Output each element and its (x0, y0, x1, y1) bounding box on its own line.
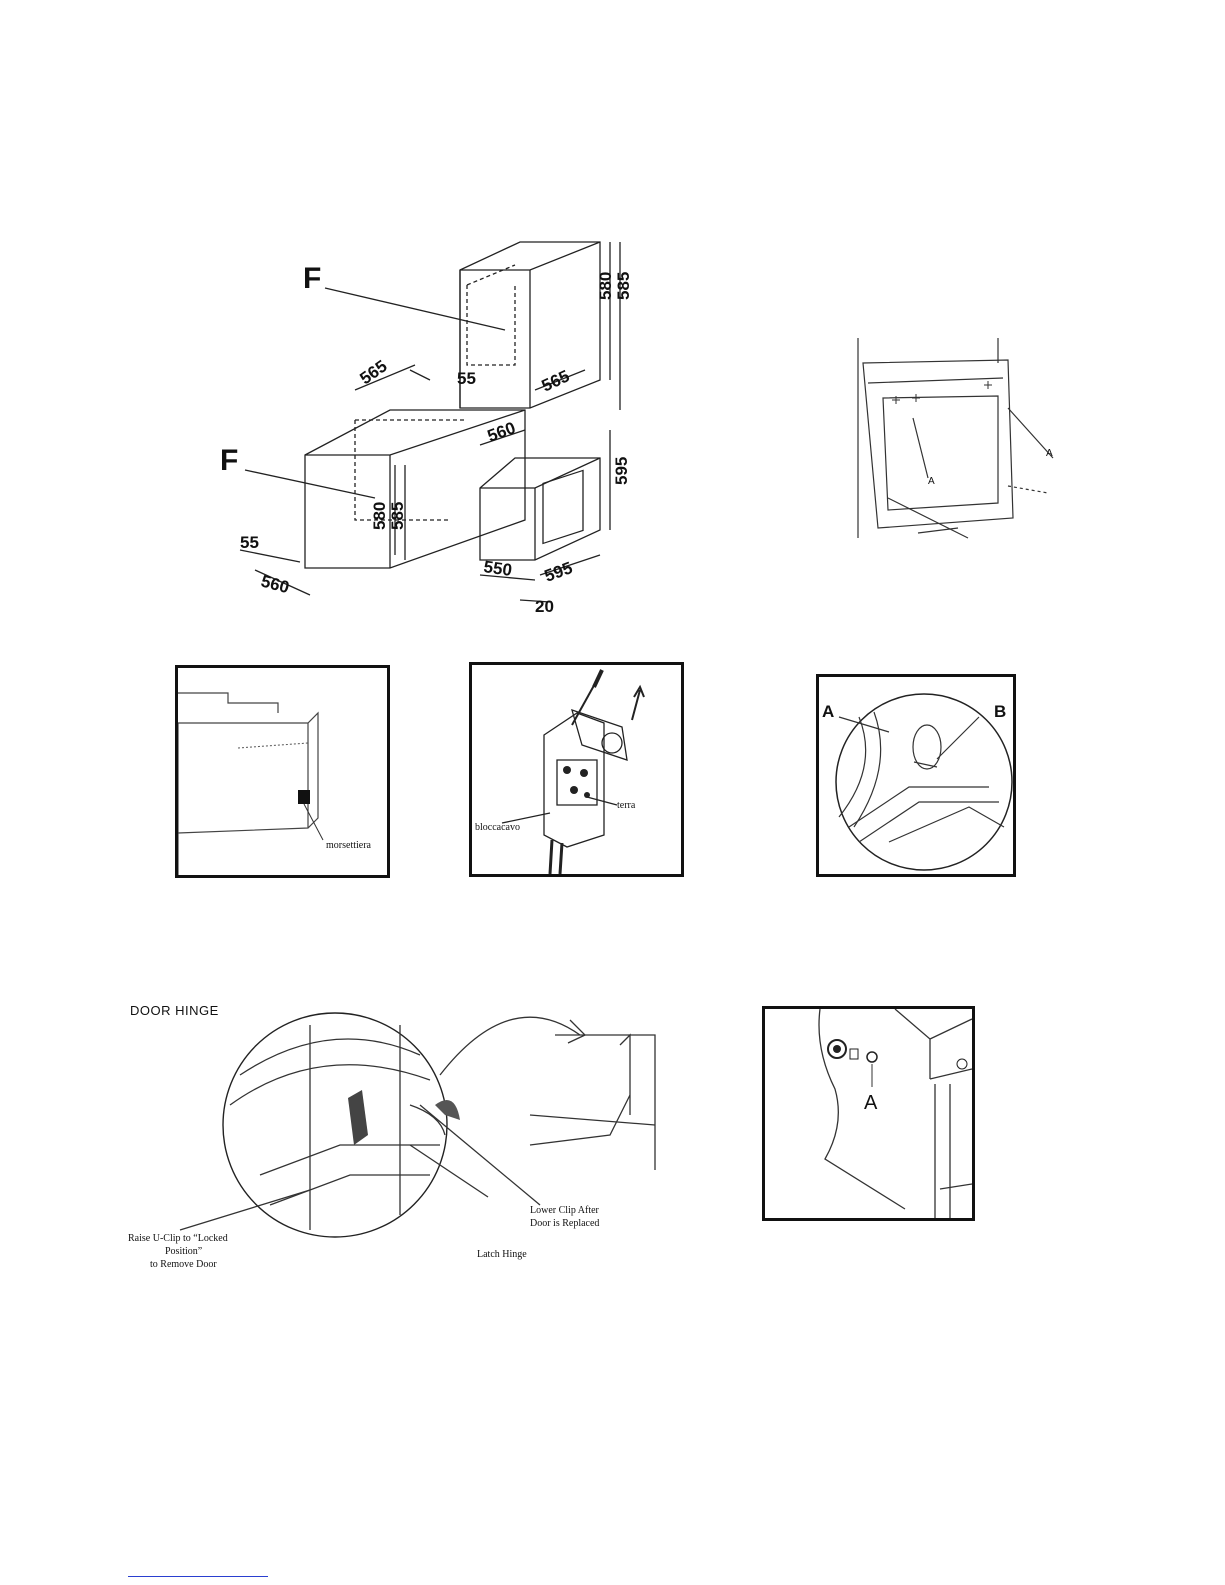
screw-label-a-right: A (1046, 448, 1053, 459)
lower-clip-line1: Lower Clip After (530, 1205, 600, 1216)
raise-clip-line1: Raise U-Clip to “Locked (128, 1233, 228, 1244)
dim-565-right: 565 (539, 366, 573, 395)
terminal-box-diagram: morsettiera (175, 665, 390, 878)
dim-20: 20 (535, 597, 554, 616)
oven-front-diagram: A A (848, 338, 1060, 548)
latch-hinge-label: Latch Hinge (477, 1249, 527, 1260)
raise-clip-line3: to Remove Door (150, 1259, 217, 1270)
knob-detail-diagram: A (762, 1006, 975, 1221)
dim-565-left: 565 (356, 356, 390, 388)
lamp-label-a: A (822, 702, 834, 721)
dim-560-low: 560 (259, 572, 291, 598)
earth-label: terra (617, 800, 636, 811)
lamp-detail-diagram: A B (816, 674, 1016, 877)
dim-595-height: 595 (612, 457, 631, 485)
dim-580-low: 580 (370, 502, 389, 530)
dim-55-low: 55 (240, 533, 259, 552)
door-hinge-title: DOOR HINGE (130, 1003, 219, 1018)
cable-clamp-label: bloccacavo (475, 822, 520, 833)
dim-55-mid: 55 (457, 369, 476, 388)
raise-clip-line2: Position” (165, 1246, 202, 1257)
lower-clip-line2: Door is Replaced (530, 1218, 599, 1229)
dim-595-width: 595 (542, 558, 575, 586)
dim-585-top: 585 (614, 272, 633, 300)
installation-diagram: F F 580 585 565 55 565 560 595 580 585 5… (215, 230, 655, 620)
terminal-box-label: morsettiera (326, 840, 372, 851)
footer-link-underline[interactable] (128, 1576, 268, 1577)
dim-580-top: 580 (596, 272, 615, 300)
screw-label-a-left: A (928, 476, 935, 487)
dim-550: 550 (482, 557, 513, 580)
lamp-label-b: B (994, 702, 1006, 721)
f-label-lower: F (220, 444, 238, 477)
door-hinge-diagram: DOOR HINGE Raise U-Clip to “Locked Posit… (110, 995, 660, 1275)
knob-label-a: A (864, 1092, 878, 1114)
dim-585-low: 585 (388, 502, 407, 530)
f-label-upper: F (303, 262, 321, 295)
cable-clamp-diagram: bloccacavo terra (469, 662, 684, 877)
